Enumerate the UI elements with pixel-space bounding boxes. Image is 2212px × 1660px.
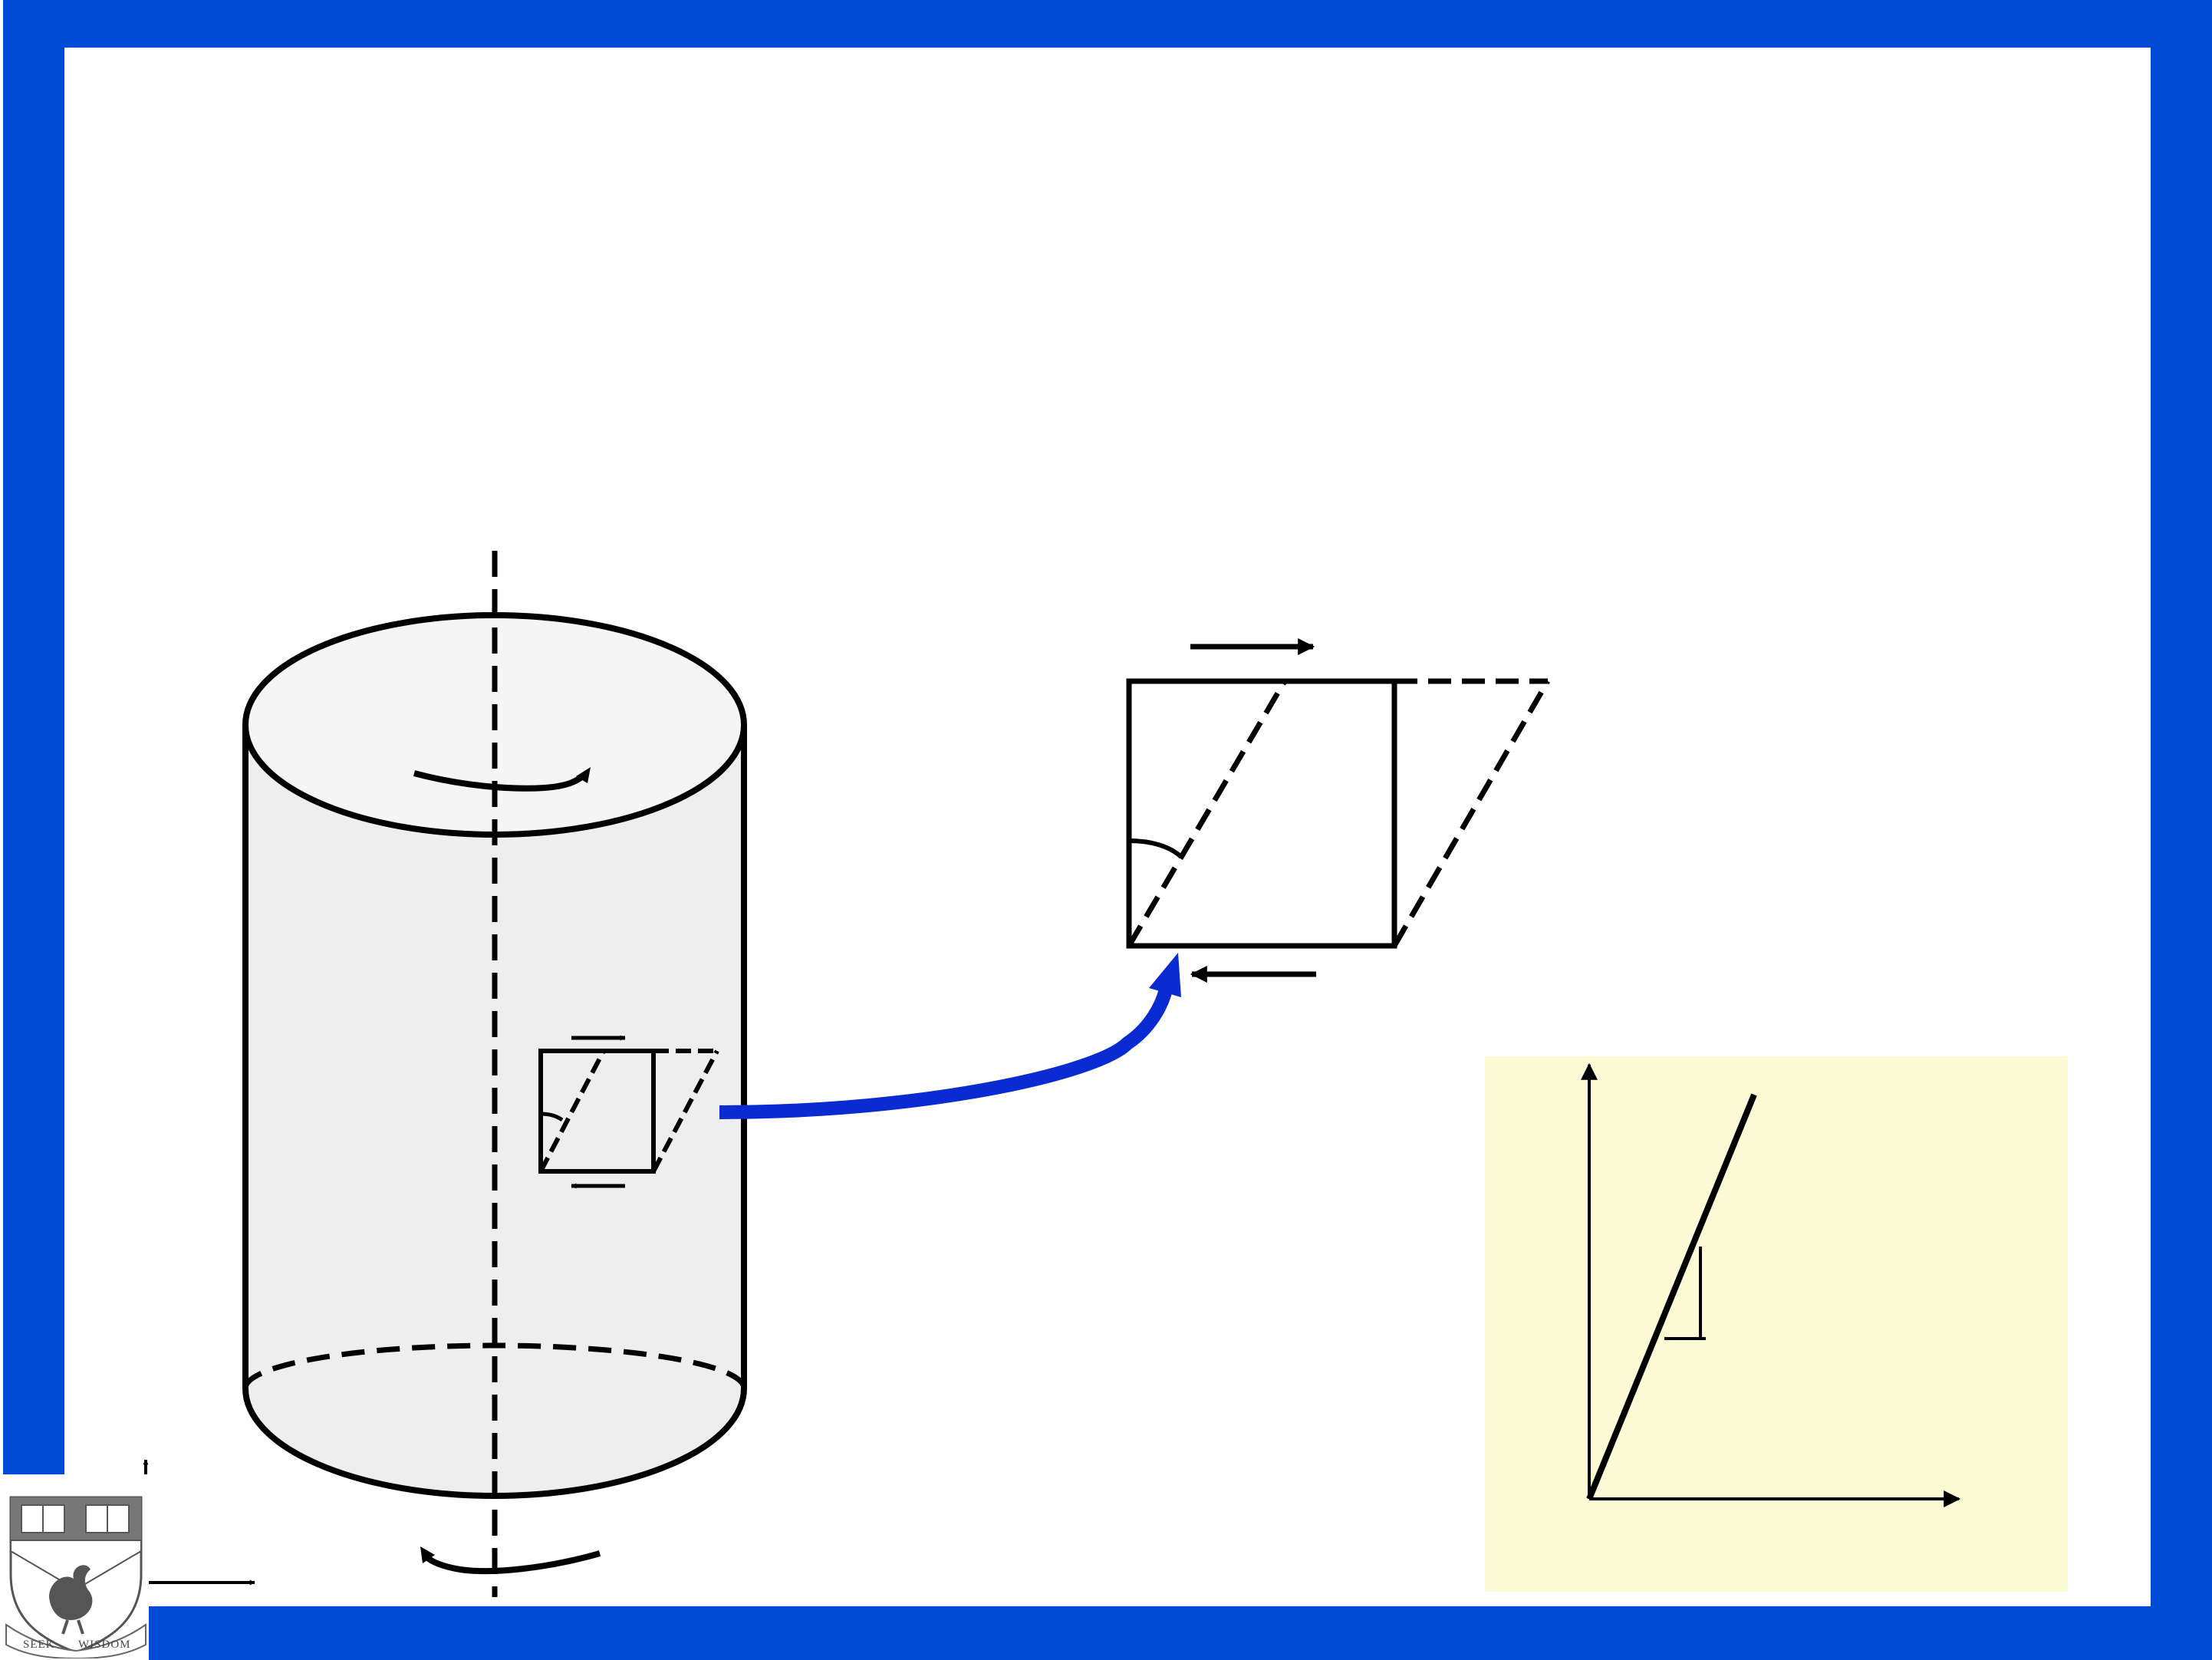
rotation-top-icon: [413, 767, 591, 792]
small-element-angle-arc: [540, 1112, 564, 1122]
large-element-outer-slant: [1391, 680, 1551, 947]
large-element-square: [1126, 678, 1397, 949]
stress-strain-graph: [1485, 1056, 2068, 1592]
small-element-outer-slant: [651, 1049, 719, 1173]
frame-bottom-bar: [149, 1606, 2212, 1660]
frame-top-bar: [3, 0, 2212, 48]
transfer-arrow-icon: [719, 953, 1181, 1119]
frame-left-bar: [3, 0, 64, 1474]
rotation-bottom-icon: [420, 1546, 601, 1575]
crest-motto-left: SEEK: [23, 1639, 55, 1651]
slide-frame: [3, 0, 2212, 1660]
university-crest-icon: SEEK WISDOM: [3, 1474, 149, 1658]
cylinder-bottom-hidden-arc: [242, 1342, 747, 1389]
small-shear-element: [538, 1035, 719, 1189]
large-shear-element: [1126, 638, 1551, 983]
small-element-inner-slant: [538, 1049, 606, 1173]
large-element-inner-slant: [1126, 680, 1288, 947]
coordinate-axes-icon: [143, 1459, 255, 1586]
large-element-angle-arc: [1128, 838, 1183, 859]
frame-right-bar: [2151, 0, 2212, 1660]
crest-motto-right: WISDOM: [78, 1639, 131, 1651]
graph-background: [1485, 1056, 2068, 1592]
graph-linear-line: [1586, 1093, 1757, 1500]
small-element-square: [538, 1049, 656, 1174]
